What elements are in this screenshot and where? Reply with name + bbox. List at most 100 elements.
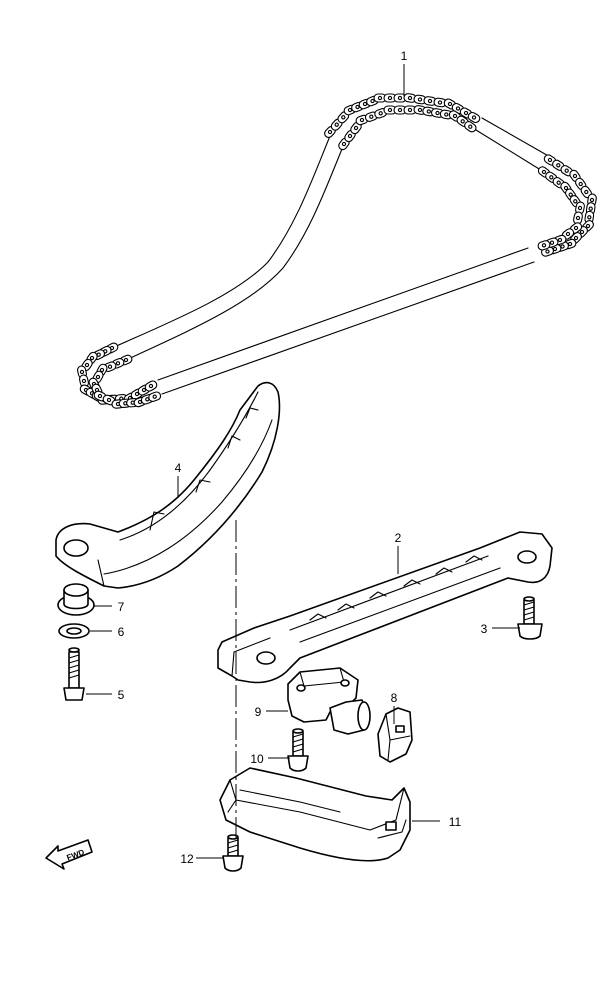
chain-pin: [572, 173, 578, 179]
chain-pin: [334, 122, 339, 127]
chain-pin: [407, 107, 413, 113]
chain-pin: [573, 235, 579, 241]
callout-1: 1: [401, 49, 408, 63]
bolt12-thread: [227, 839, 239, 854]
chain-guide-curved: [55, 381, 281, 589]
chain-pin: [148, 383, 154, 389]
guide-bolt-right: [517, 596, 543, 640]
shoe-slot: [395, 725, 405, 733]
chain-links-bottom-left: [77, 342, 162, 409]
chain-pin: [362, 101, 368, 107]
chain-pin: [435, 110, 440, 116]
chain-pin: [565, 231, 571, 237]
chain-tensioner: [287, 667, 371, 735]
cover-clip: [377, 819, 407, 839]
chain-pin: [347, 133, 353, 139]
guide-curved-rib-4: [245, 407, 259, 419]
cover-fold: [227, 799, 237, 813]
chain-pin: [397, 95, 403, 101]
guide-curved-edge: [97, 559, 105, 587]
chain-cover-plate: [219, 767, 411, 862]
chain-pin: [95, 374, 101, 380]
chain-pin: [463, 110, 469, 116]
washer-inner: [66, 627, 82, 635]
chain-pin: [577, 205, 583, 211]
bolt3-head: [517, 623, 543, 640]
callout-numbers: 1 2 3 4 5 6 7 8 9 10 11 12: [118, 49, 488, 866]
chain-pin: [378, 111, 383, 116]
chain-pin: [370, 98, 375, 104]
guide-straight-body: [217, 531, 553, 684]
chain-pin: [585, 223, 591, 229]
chain-pin: [460, 119, 465, 124]
chain-pin: [79, 369, 85, 375]
chain-pin: [141, 387, 147, 393]
chain-pin: [341, 141, 347, 147]
chain-guide-straight: [217, 531, 553, 684]
chain-pin: [123, 357, 129, 363]
chain-pin: [347, 107, 353, 113]
guide-curved-rib-3: [227, 435, 241, 449]
shoe-edge-2: [387, 739, 391, 761]
tensioner-shoe: [377, 707, 413, 763]
bolt12-head: [222, 855, 244, 872]
bolt-tip: [68, 647, 80, 653]
fwd-arrow-icon: [45, 839, 93, 870]
callout-4: 4: [175, 461, 182, 475]
chain-pin: [471, 115, 477, 120]
callout-3: 3: [481, 622, 488, 636]
chain-pin: [549, 175, 554, 180]
callout-10: 10: [250, 752, 264, 766]
chain-pin: [584, 189, 589, 195]
chain-pin: [81, 378, 87, 384]
guide-washer: [58, 623, 90, 639]
chain-pin: [568, 192, 573, 197]
guide-curved-rib-2: [195, 479, 211, 493]
chain-pin: [359, 117, 365, 123]
guide-bolt: [63, 647, 85, 701]
chain-pin: [417, 97, 423, 102]
bolt3-tip: [523, 596, 535, 602]
cover-bolt-lower: [222, 834, 244, 872]
cover-body: [219, 767, 411, 862]
guide-curved-body: [55, 381, 281, 589]
guide-curved-rib-1: [149, 511, 165, 531]
bolt10-head: [287, 755, 309, 772]
chain-pin: [556, 180, 561, 185]
cover-bolt: [287, 728, 309, 772]
bolt-head: [63, 687, 85, 701]
chain-pin: [589, 197, 595, 203]
chain-pin: [99, 367, 105, 373]
bolt-thread: [68, 654, 80, 679]
callout-12: 12: [180, 852, 194, 866]
chain-pin: [115, 361, 121, 366]
cover-inner-edge: [229, 779, 405, 831]
chain-pin: [427, 98, 433, 104]
chain-links-right: [537, 154, 597, 257]
chain-run-top-outer: [481, 117, 553, 159]
callout-8: 8: [391, 691, 398, 705]
guide-collar: [57, 583, 95, 616]
cover-slot: [385, 821, 397, 831]
guide-straight-hole-left: [256, 651, 276, 665]
chain-run-bottom-inner: [161, 261, 535, 395]
chain-pin: [426, 109, 431, 114]
chain-pin: [447, 101, 453, 107]
chain-pin: [549, 240, 555, 245]
chain-pin: [355, 104, 360, 110]
chain-pin: [545, 249, 550, 254]
bolt3-thread: [523, 601, 535, 621]
chain-pin: [557, 237, 563, 243]
chain-pin: [107, 364, 113, 369]
guide-curved-mount-hole: [63, 539, 89, 557]
callout-11: 11: [449, 815, 462, 829]
tensioner-plunger-tip: [357, 701, 371, 731]
chain-pin: [341, 115, 346, 120]
tensioner-top-face: [299, 667, 345, 687]
tensioner-bolt-hole-right: [340, 679, 350, 687]
chain-pin: [547, 157, 553, 163]
chain-pin: [564, 168, 569, 173]
leader-lines: [86, 64, 520, 859]
chain-pin: [563, 185, 569, 191]
